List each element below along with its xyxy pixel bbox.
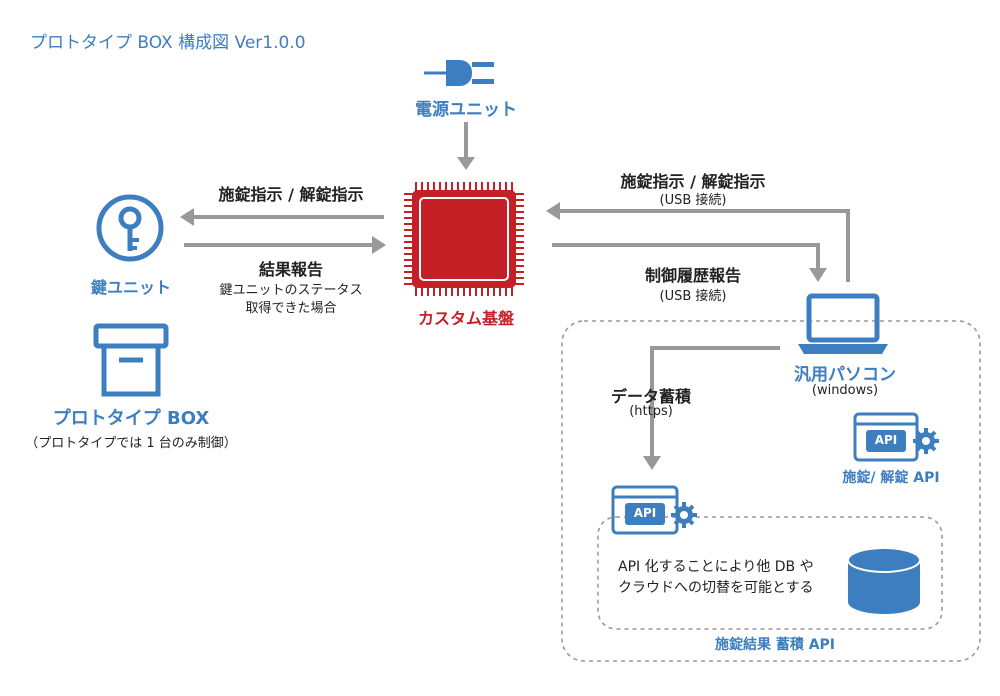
page-title: プロトタイプ BOX 構成図 Ver1.0.0 bbox=[30, 33, 306, 53]
power-unit-label: 電源ユニット bbox=[415, 100, 517, 120]
store-api-badge: API bbox=[633, 506, 657, 520]
api-note-line-1: API 化することにより他 DB や bbox=[618, 559, 814, 575]
store-api-window-icon bbox=[611, 485, 679, 535]
prototype-box-note: （プロトタイプでは 1 台のみ制御） bbox=[25, 436, 237, 451]
result-report-label: 結果報告 bbox=[258, 260, 323, 279]
arrow-board-to-pc bbox=[552, 243, 820, 270]
data-store-sub: (https) bbox=[629, 404, 673, 419]
lock-api-label: 施錠/ 解錠 API bbox=[842, 470, 940, 486]
key-icon bbox=[96, 194, 164, 262]
left-lock-command-label: 施錠指示 / 解錠指示 bbox=[218, 185, 364, 204]
power-plug-icon bbox=[424, 60, 494, 86]
control-history-label: 制御履歴報告 bbox=[644, 266, 741, 285]
right-lock-command-label: 施錠指示 / 解錠指示 bbox=[620, 172, 766, 191]
arrow-pc-to-board bbox=[558, 209, 850, 282]
custom-board-chip-icon bbox=[404, 182, 524, 296]
lock-api-window-icon bbox=[853, 412, 919, 462]
custom-board-label: カスタム基盤 bbox=[417, 309, 514, 328]
database-icon bbox=[847, 547, 921, 614]
pc-group-frame bbox=[561, 320, 981, 662]
prototype-box-label: プロトタイプ BOX bbox=[52, 408, 210, 429]
arrow-pc-to-store bbox=[650, 346, 780, 458]
api-note-line-2: クラウドへの切替を可能とする bbox=[618, 580, 814, 596]
right-lock-command-sub: (USB 接続) bbox=[659, 193, 727, 208]
lock-api-gear-icon bbox=[913, 428, 939, 454]
store-group-frame bbox=[597, 516, 943, 630]
laptop-icon bbox=[798, 293, 888, 354]
lock-api-badge: API bbox=[874, 433, 898, 447]
pc-sub: (windows) bbox=[811, 383, 879, 398]
result-report-note-2: 取得できた場合 bbox=[245, 301, 337, 316]
store-group-label: 施錠結果 蓄積 API bbox=[714, 637, 836, 653]
store-api-gear-icon bbox=[671, 502, 697, 528]
key-unit-label: 鍵ユニット bbox=[90, 278, 171, 297]
prototype-box-icon bbox=[93, 323, 169, 397]
control-history-sub: (USB 接続) bbox=[659, 289, 727, 304]
pc-label: 汎用パソコン bbox=[794, 365, 896, 385]
data-store-label: データ蓄積 bbox=[610, 387, 691, 406]
result-report-note-1: 鍵ユニットのステータス bbox=[219, 283, 363, 298]
